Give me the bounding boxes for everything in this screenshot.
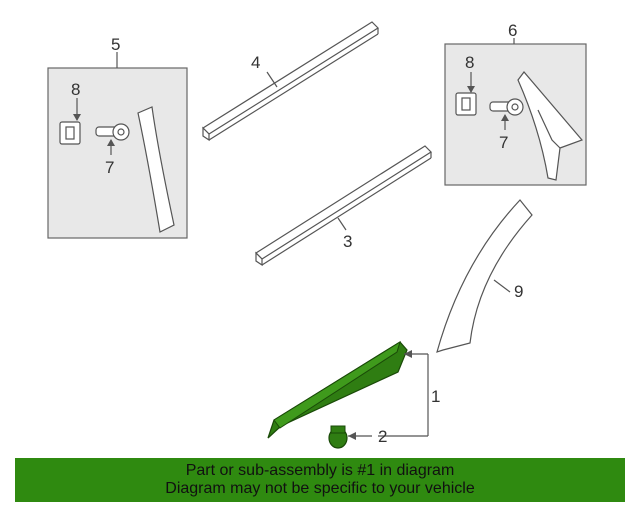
part-info-banner: Part or sub-assembly is #1 in diagram Di… [15,458,625,502]
moulding-strip-3 [255,145,432,267]
callout-1: 1 [431,387,440,406]
inset-box-5: 5 8 7 [47,35,188,239]
leader-lines-1-2 [348,350,429,440]
clip-part-8-right [455,72,477,116]
banner-line-2: Diagram may not be specific to your vehi… [165,480,475,497]
callout-2: 2 [378,427,387,446]
clip-part-8-left [59,98,81,145]
callout-6: 6 [508,21,517,40]
banner-line-1: Part or sub-assembly is #1 in diagram [185,462,455,479]
moulding-strip-4 [202,21,379,142]
pillar-trim-part-5 [137,106,175,233]
inset-box-6: 6 8 7 [444,21,587,186]
callout-7-left: 7 [105,158,114,177]
callout-5: 5 [111,35,120,54]
screw-part-7-left [95,123,130,155]
highlighted-part-1 [267,340,408,439]
parts-diagram: 5 8 7 4 3 [47,21,587,449]
callout-8-left: 8 [71,80,80,99]
arch-trim-part-9 [436,199,533,353]
fastener-part-2 [328,425,348,449]
callout-3: 3 [343,232,352,251]
callout-9: 9 [514,282,523,301]
callout-4: 4 [251,53,260,72]
callout-8-right: 8 [465,53,474,72]
screw-part-7-right [489,98,524,130]
bracket-part-6 [517,71,584,181]
callout-7-right: 7 [499,133,508,152]
